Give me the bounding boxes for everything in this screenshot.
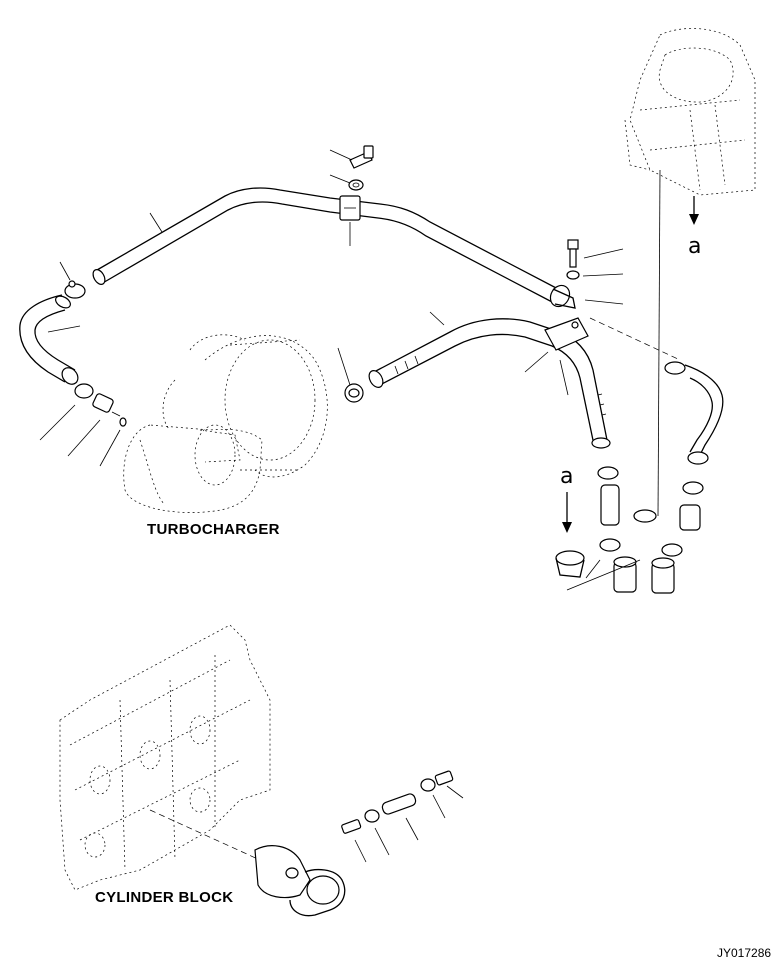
turbocharger-outline bbox=[123, 334, 328, 513]
turbocharger-label: TURBOCHARGER bbox=[147, 521, 280, 538]
top-right-housing-outline bbox=[624, 28, 756, 196]
cylinder-block-outline bbox=[59, 624, 271, 891]
cylinder-block-label: CYLINDER BLOCK bbox=[95, 889, 234, 906]
reference-arrows bbox=[562, 196, 699, 533]
upper-pipe bbox=[92, 187, 576, 309]
reference-a-left: a bbox=[560, 464, 574, 489]
top-bolts bbox=[348, 145, 580, 280]
left-fittings bbox=[74, 383, 364, 427]
left-elbow-hose bbox=[19, 280, 86, 385]
drawing-code: JY017286 bbox=[717, 946, 772, 960]
cylinder-block-fittings bbox=[254, 770, 454, 917]
leader-lines bbox=[39, 149, 624, 863]
right-side-hoses-and-clamps bbox=[555, 361, 724, 594]
reference-a-right: a bbox=[688, 234, 702, 259]
connection-lines bbox=[149, 169, 681, 861]
return-pipe bbox=[368, 317, 611, 449]
